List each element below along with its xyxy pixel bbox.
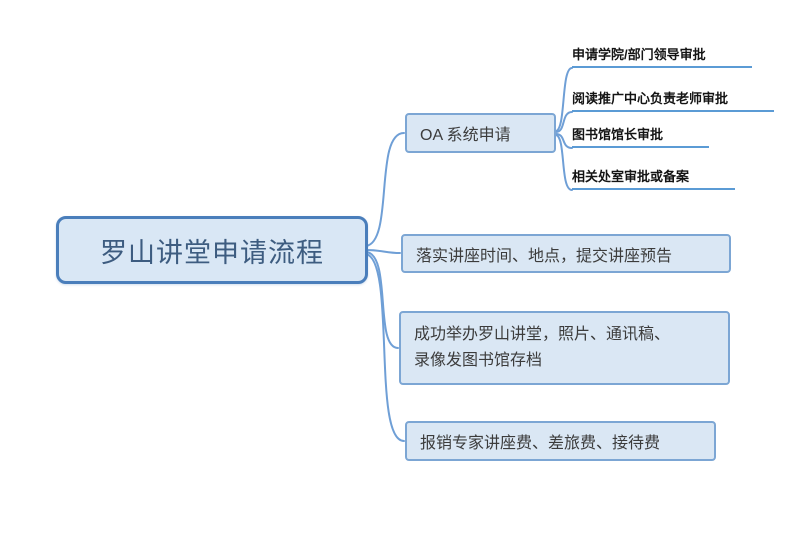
connector-root-to-branch2 (365, 249, 401, 254)
branch-topic-expense-reimbursement: 报销专家讲座费、差旅费、接待费 (405, 421, 716, 461)
connector-oa-to-sub3 (555, 133, 573, 149)
connector-root-to-oa (365, 132, 405, 247)
connector-oa-to-sub4 (555, 134, 573, 191)
connector-oa-to-sub1 (555, 67, 573, 132)
subtopic-college-leader-approval: 申请学院/部门领导审批 (572, 46, 752, 68)
subtopic-library-director-approval: 图书馆馆长审批 (572, 126, 710, 148)
branch-topic-schedule-and-notice: 落实讲座时间、地点，提交讲座预告 (401, 234, 731, 273)
branch-topic-archive-materials: 成功举办罗山讲堂，照片、通讯稿、 录像发图书馆存档 (399, 311, 730, 385)
subtopic-reading-promotion-teacher-approval: 阅读推广中心负责老师审批 (572, 90, 775, 112)
connector-root-to-branch3 (365, 251, 399, 349)
subtopic-related-office-approval: 相关处室审批或备案 (572, 168, 736, 190)
connector-oa-to-sub2 (555, 111, 573, 133)
branch-topic-oa-application: OA 系统申请 (405, 113, 556, 153)
root-topic: 罗山讲堂申请流程 (56, 216, 368, 284)
